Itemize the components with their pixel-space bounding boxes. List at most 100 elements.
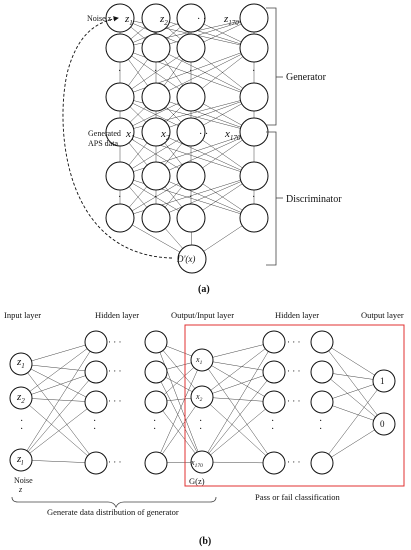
panel-a-edge — [203, 23, 242, 43]
x1-node-label: x1 — [125, 128, 134, 142]
panel-a-edge — [203, 103, 242, 126]
panel-b-hidden-neuron — [144, 390, 168, 414]
input-z1-label: z1 — [16, 356, 25, 370]
panel-b-edge — [31, 375, 86, 395]
gz-label: G(z) — [189, 476, 205, 486]
noise-label: Noise — [14, 476, 33, 485]
panel-a-neuron — [105, 3, 135, 33]
panel-b-hidden-neuron — [262, 451, 286, 475]
panel-b-edge — [31, 398, 86, 402]
panel-a-edge — [131, 182, 180, 212]
feedback-dashed-arrow — [62, 16, 173, 259]
svg-text:· · ·: · · · — [108, 396, 122, 406]
svg-text:· · ·: · · · — [108, 457, 122, 467]
generator-brace — [11, 496, 217, 509]
svg-text:· · ·: · · · — [287, 366, 301, 376]
hidden-layer-1-label: Hidden layer — [95, 310, 139, 320]
panel-a-edge — [131, 55, 180, 90]
panel-b-edge — [26, 351, 91, 451]
panel-b-edge — [165, 377, 193, 392]
svg-text:·: · — [154, 192, 157, 203]
panel-a-neuron — [105, 82, 135, 112]
panel-a-edge — [168, 54, 242, 91]
panel-a-neuron — [239, 3, 269, 33]
panel-a-neuron — [176, 203, 206, 233]
output-input-layer-label: Output/Input layer — [171, 310, 234, 320]
z-row-ellipsis: · · — [197, 14, 206, 25]
panel-b-hidden-neuron — [144, 330, 168, 354]
panel-a-neuron — [141, 203, 171, 233]
generator-bracket — [266, 7, 277, 126]
panel-b-hidden-neuron — [144, 360, 168, 384]
panel-a-neuron — [176, 3, 206, 33]
gen-out-x170-label: x170 — [190, 458, 203, 469]
panel-b-edge — [162, 350, 196, 389]
panel-b-edge — [331, 347, 375, 376]
panel-a-neuron — [141, 117, 171, 147]
panel-a-neuron — [239, 33, 269, 63]
panel-b-output-neuron — [372, 412, 396, 436]
x2-node-label: x2 — [160, 128, 170, 142]
panel-a-nodes — [105, 3, 269, 274]
panel-a-edge — [163, 59, 184, 86]
svg-text:·: · — [93, 424, 96, 435]
panel-a-edge — [202, 139, 243, 169]
panel-a-neuron — [141, 82, 171, 112]
panel-a-neuron — [176, 82, 206, 112]
panel-a-neuron — [239, 161, 269, 191]
panel-a-edge — [132, 224, 180, 253]
svg-text:·: · — [252, 192, 255, 203]
generated-aps-label-line1: Generated — [88, 129, 121, 138]
panel-b-hidden-neuron — [262, 360, 286, 384]
input-layer-label: Input layer — [4, 310, 41, 320]
panel-b-edge — [328, 389, 378, 455]
hidden-layer-2-ellipses: · · · · · · · · · · · · — [287, 337, 301, 467]
panel-b-caption: (b) — [199, 536, 211, 547]
svg-text:·: · — [20, 424, 23, 435]
output-node-1-label: 1 — [380, 376, 385, 386]
panel-b-edge — [208, 368, 268, 455]
panel-a-neuron — [239, 117, 269, 147]
panel-a-neuron — [141, 161, 171, 191]
panel-b-edge — [29, 405, 88, 456]
panel-b-edge — [212, 361, 264, 371]
panel-a-neuron — [105, 203, 135, 233]
panel-a-neuron — [239, 203, 269, 233]
panel-a-neuron — [141, 33, 171, 63]
hidden-layer-1-ellipses: · · · · · · · · · · · · — [108, 337, 122, 467]
svg-text:· · ·: · · · — [287, 457, 301, 467]
panel-b-hidden-neuron — [84, 390, 108, 414]
svg-text:·: · — [319, 416, 322, 427]
panel-b-edge — [163, 367, 195, 395]
panel-b-nodes — [9, 330, 396, 475]
svg-text:·: · — [118, 192, 121, 203]
svg-text:·: · — [153, 416, 156, 427]
panel-b-edge — [30, 368, 87, 398]
panel-b-connections — [26, 344, 378, 464]
discriminator-vertical-dots: · · · · — [118, 192, 255, 203]
panel-b-output-neuron — [372, 369, 396, 393]
x170-node-label: x170 — [224, 128, 241, 142]
panel-a-edge — [128, 59, 148, 86]
panel-b-hidden-neuron — [84, 360, 108, 384]
panel-b-input-neuron — [9, 352, 33, 376]
panel-b-edge — [27, 380, 90, 452]
panel-a-edge — [202, 183, 243, 211]
panel-b-edge — [211, 365, 265, 397]
panel-a: Noise z z1 z2 z170 x1 x2 x170 · · · · · … — [62, 3, 342, 295]
panel-b-edge — [332, 373, 374, 380]
gen-out-x1-label: x1 — [195, 355, 203, 366]
discriminator-highlight-box — [184, 324, 405, 487]
panel-a-neuron — [105, 33, 135, 63]
panel-b-hidden-neuron — [262, 390, 286, 414]
generator-vertical-dots: · · · · — [118, 66, 255, 77]
panel-b-edge — [27, 372, 90, 455]
x-row-ellipsis: · · — [199, 129, 208, 140]
svg-text:· · ·: · · · — [108, 337, 122, 347]
panel-b-edge — [162, 405, 196, 455]
hidden-layer-2-label: Hidden layer — [275, 310, 319, 320]
panel-b-edge — [210, 348, 266, 391]
svg-text:·: · — [199, 424, 202, 435]
z2-node-label: z2 — [159, 13, 168, 27]
